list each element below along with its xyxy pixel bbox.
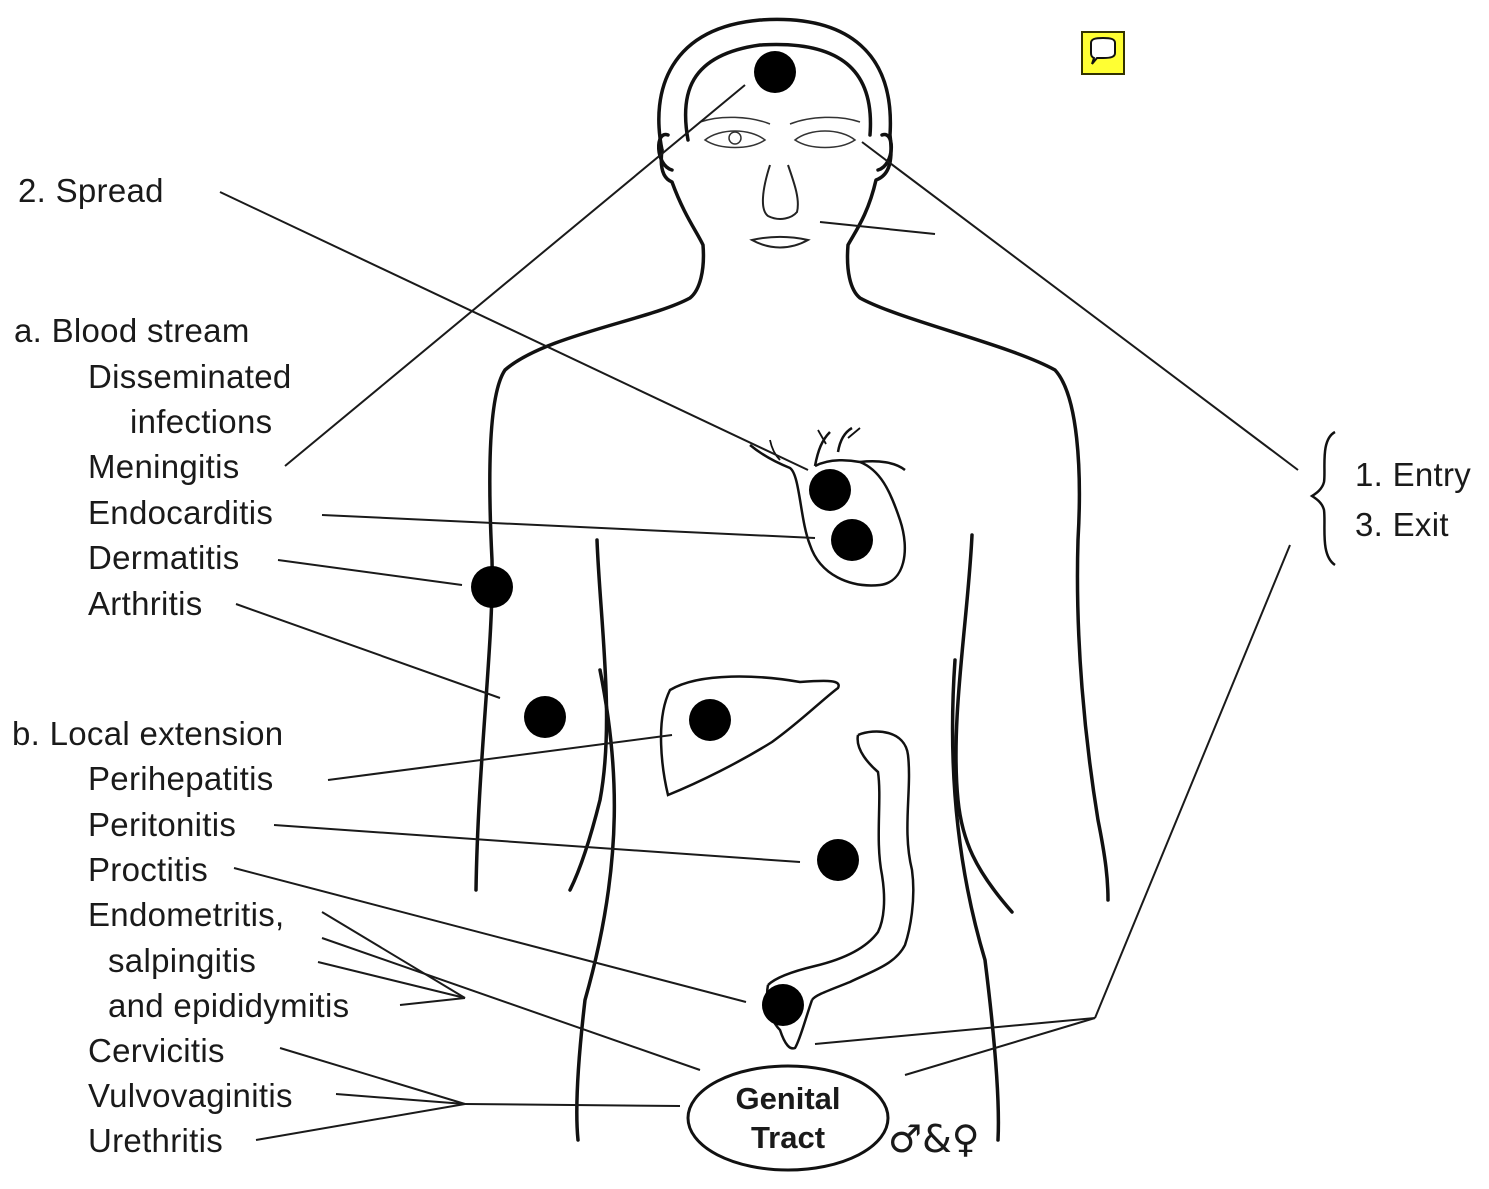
infection-dot-liver — [689, 699, 731, 741]
genital-tract-line-2: Tract — [708, 1119, 868, 1158]
line-endometritis-1 — [322, 912, 465, 998]
line-perihepatitis — [328, 735, 672, 780]
line-exit — [1095, 545, 1290, 1018]
endocarditis-label: Endocarditis — [88, 496, 273, 529]
endometritis-label-2: salpingitis — [108, 944, 256, 977]
line-endometritis-to-gt — [322, 938, 700, 1070]
infection-dot-skin — [471, 566, 513, 608]
line-dermatitis — [278, 560, 462, 585]
blood-stream-heading: a. Blood stream — [14, 314, 250, 347]
left-brow — [700, 117, 770, 124]
left-eye — [705, 131, 765, 148]
genital-tract-label: Genital Tract — [708, 1080, 868, 1158]
disseminated-label-1: Disseminated — [88, 360, 292, 393]
right-brow — [790, 117, 860, 124]
speech-bubble-icon[interactable] — [1081, 31, 1125, 75]
head-left-outline — [476, 150, 703, 890]
vulvovaginitis-label: Vulvovaginitis — [88, 1079, 293, 1112]
line-to-genital — [465, 1104, 680, 1106]
proctitis-label: Proctitis — [88, 853, 208, 886]
infection-dot-rectum — [762, 984, 804, 1026]
cervicitis-label: Cervicitis — [88, 1034, 225, 1067]
torso-left — [577, 670, 615, 1140]
genital-tract-line-1: Genital — [708, 1080, 868, 1119]
endometritis-label-3: and epididymitis — [108, 989, 349, 1022]
line-cervicitis — [280, 1048, 465, 1104]
arthritis-label: Arthritis — [88, 587, 203, 620]
line-proctitis — [234, 868, 746, 1002]
infection-dot-heart-upper — [809, 469, 851, 511]
line-endometritis-3 — [400, 998, 465, 1005]
infection-dot-brain — [754, 51, 796, 93]
line-arthritis — [236, 604, 500, 698]
torso-right — [953, 660, 999, 1140]
entry-label: 1. Entry — [1355, 458, 1471, 491]
spread-heading: 2. Spread — [18, 174, 164, 207]
right-inner-arm — [956, 535, 1012, 912]
entry-exit-brace — [1312, 432, 1335, 565]
right-eye — [795, 131, 855, 148]
line-spread — [220, 192, 808, 470]
nose — [763, 165, 798, 219]
heart-outline — [750, 445, 905, 585]
line-entry-eyes — [862, 142, 1298, 470]
dermatitis-label: Dermatitis — [88, 541, 240, 574]
exit-label: 3. Exit — [1355, 508, 1449, 541]
disseminated-label-2: infections — [130, 405, 272, 438]
line-peritonitis — [274, 825, 800, 862]
line-endocarditis — [322, 515, 815, 538]
endometritis-label-1: Endometritis, — [88, 898, 284, 931]
perihepatitis-label: Perihepatitis — [88, 762, 274, 795]
infection-dot-joint — [524, 696, 566, 738]
urethritis-label: Urethritis — [88, 1124, 223, 1157]
heart-vessels — [815, 428, 905, 470]
line-entry-mouth — [820, 222, 935, 234]
left-inner-arm — [570, 540, 607, 890]
infection-dot-heart-lower — [831, 519, 873, 561]
infection-dot-peritoneum — [817, 839, 859, 881]
male-female-symbols: ♂&♀ — [888, 1120, 980, 1158]
left-pupil — [729, 132, 741, 144]
speech-bubble-glyph — [1083, 33, 1123, 73]
local-extension-heading: b. Local extension — [12, 717, 283, 750]
line-meningitis — [285, 85, 745, 466]
liver-outline — [661, 677, 839, 795]
meningitis-label: Meningitis — [88, 450, 240, 483]
peritonitis-label: Peritonitis — [88, 808, 236, 841]
mouth — [752, 237, 808, 248]
